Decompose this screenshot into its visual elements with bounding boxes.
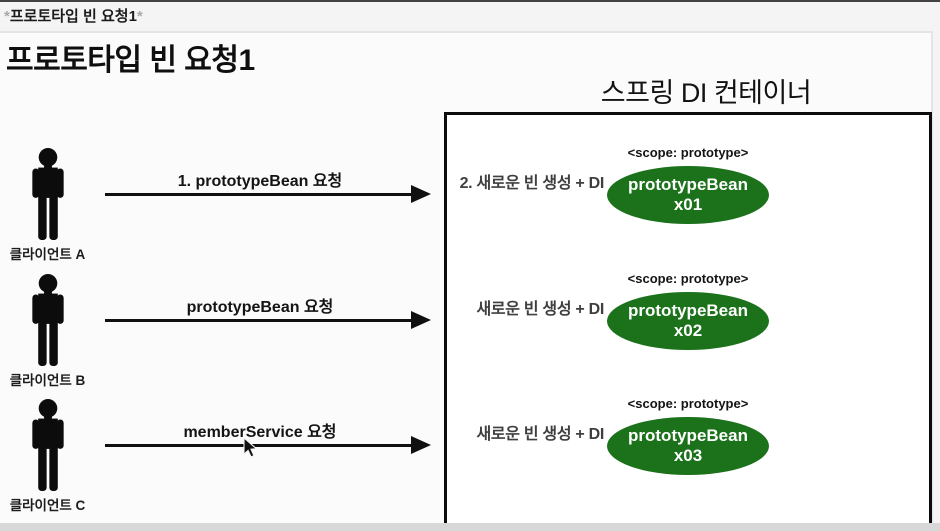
slide-title: 프로토타입 빈 요청1 — [6, 44, 255, 77]
request-arrowhead-icon — [411, 185, 431, 203]
slide-panel: 프로토타입 빈 요청1 스프링 DI 컨테이너 클라이언트 A 1. proto… — [0, 31, 933, 526]
scope-annotation: <scope: prototype> — [627, 271, 749, 286]
scope-annotation: <scope: prototype> — [627, 396, 749, 411]
client-person-icon — [32, 399, 64, 491]
bean-creation-label: 2. 새로운 빈 생성 + DI — [459, 175, 605, 192]
note-asterisk-left: * — [4, 8, 10, 25]
bean-instance: x02 — [673, 321, 703, 340]
client-person-icon — [32, 274, 64, 366]
scope-annotation: <scope: prototype> — [627, 145, 749, 160]
request-arrowhead-icon — [411, 436, 431, 454]
request-arrow-label: 1. prototypeBean 요청 — [177, 173, 343, 190]
request-arrow — [105, 444, 413, 447]
request-row-b: 클라이언트 B prototypeBean 요청 새로운 빈 생성 + DI <… — [0, 268, 933, 394]
window-top-edge — [0, 0, 940, 2]
request-row-c: 클라이언트 C memberService 요청 새로운 빈 생성 + DI <… — [0, 393, 933, 519]
request-arrowhead-icon — [411, 311, 431, 329]
prototype-bean-ellipse: prototypeBean x02 — [607, 292, 769, 350]
bean-name: prototypeBean — [628, 426, 748, 445]
bean-instance: x03 — [673, 446, 703, 465]
request-arrow-label: prototypeBean 요청 — [186, 299, 334, 316]
request-arrow — [105, 193, 413, 196]
request-arrow-label: memberService 요청 — [183, 424, 337, 441]
bean-creation-label: 새로운 빈 생성 + DI — [476, 301, 604, 318]
bean-creation-label: 새로운 빈 생성 + DI — [476, 426, 604, 443]
client-label: 클라이언트 C — [9, 498, 86, 513]
client-person-icon — [32, 148, 64, 240]
window-bottom-strip — [0, 523, 940, 531]
request-row-a: 클라이언트 A 1. prototypeBean 요청 2. 새로운 빈 생성 … — [0, 142, 933, 268]
client-label: 클라이언트 A — [9, 247, 86, 262]
prototype-bean-ellipse: prototypeBean x03 — [607, 417, 769, 475]
request-arrow — [105, 319, 413, 322]
client-label: 클라이언트 B — [9, 373, 86, 388]
note-asterisk-right: * — [136, 8, 143, 25]
bean-name: prototypeBean — [628, 301, 748, 320]
note-title-text: 프로토타입 빈 요청1 — [9, 8, 137, 25]
di-container-title: 스프링 DI 컨테이너 — [600, 78, 812, 108]
bean-instance: x01 — [673, 195, 703, 214]
prototype-bean-ellipse: prototypeBean x01 — [607, 166, 769, 224]
bean-name: prototypeBean — [628, 175, 748, 194]
mouse-cursor-icon — [243, 437, 258, 458]
note-title: *프로토타입 빈 요청1* — [4, 5, 143, 26]
